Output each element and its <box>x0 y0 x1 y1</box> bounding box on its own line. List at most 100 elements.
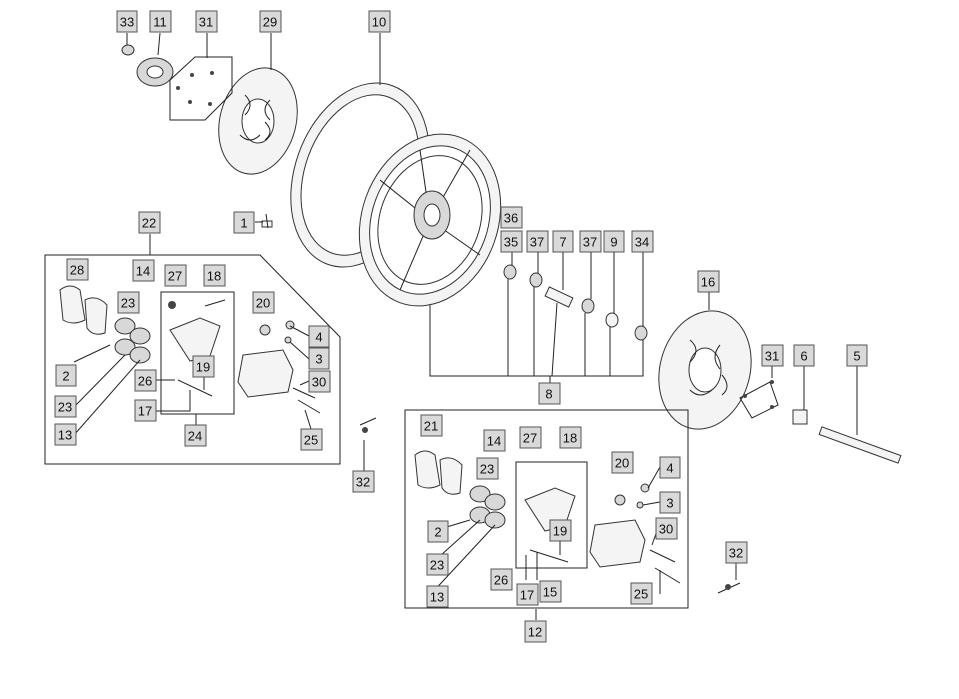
callout-14-right: 14 <box>483 429 506 452</box>
callout-16: 16 <box>697 270 720 293</box>
callout-37-a: 37 <box>526 230 549 253</box>
callout-3-left: 3 <box>308 347 330 370</box>
svg-text:4: 4 <box>315 330 322 345</box>
callout-20-left: 20 <box>252 291 275 314</box>
callout-5: 5 <box>846 344 868 367</box>
left-caliper-group <box>44 254 341 465</box>
svg-text:26: 26 <box>494 573 508 588</box>
svg-text:16: 16 <box>701 275 715 290</box>
callout-23-left-bottom: 23 <box>54 395 77 418</box>
callout-30-right: 30 <box>655 517 678 540</box>
svg-text:2: 2 <box>434 525 441 540</box>
callout-6: 6 <box>793 344 815 367</box>
callout-14-left: 14 <box>132 259 155 282</box>
svg-text:10: 10 <box>372 15 386 30</box>
callout-7: 7 <box>552 230 574 253</box>
callout-28: 28 <box>66 258 89 281</box>
svg-text:22: 22 <box>142 216 156 231</box>
wheel-rim-drawing <box>358 133 502 307</box>
svg-text:3: 3 <box>666 496 673 511</box>
svg-text:36: 36 <box>504 211 518 226</box>
svg-text:12: 12 <box>528 625 542 640</box>
svg-text:27: 27 <box>523 431 537 446</box>
svg-text:9: 9 <box>610 235 617 250</box>
svg-text:21: 21 <box>424 419 438 434</box>
callout-27-right: 27 <box>519 426 542 449</box>
front-brake-disc-drawing <box>658 310 752 430</box>
svg-text:13: 13 <box>430 590 444 605</box>
callout-24: 24 <box>184 424 207 447</box>
callout-30-left: 30 <box>308 370 331 393</box>
svg-text:13: 13 <box>58 428 72 443</box>
callout-34: 34 <box>631 230 654 253</box>
svg-text:31: 31 <box>199 15 213 30</box>
svg-text:32: 32 <box>356 475 370 490</box>
svg-text:7: 7 <box>559 235 566 250</box>
callout-31-right: 31 <box>761 344 784 367</box>
svg-text:3: 3 <box>315 352 322 367</box>
svg-text:23: 23 <box>58 400 72 415</box>
svg-text:20: 20 <box>615 456 629 471</box>
right-bracket-axle-drawing <box>739 380 902 464</box>
svg-text:15: 15 <box>543 585 557 600</box>
drive-hub-drawing <box>121 44 233 121</box>
callout-23-right-top: 23 <box>476 457 499 480</box>
callout-26-right: 26 <box>490 568 513 591</box>
callout-37-b: 37 <box>579 230 602 253</box>
svg-text:25: 25 <box>304 433 318 448</box>
callout-32-right: 32 <box>725 541 748 564</box>
callout-19-left: 19 <box>192 355 215 378</box>
callout-9: 9 <box>603 230 625 253</box>
callout-36: 36 <box>500 206 523 229</box>
callout-3-right: 3 <box>659 491 681 514</box>
svg-text:19: 19 <box>553 524 567 539</box>
svg-text:37: 37 <box>583 235 597 250</box>
axle-spacers-drawing <box>503 264 648 341</box>
svg-text:26: 26 <box>138 374 152 389</box>
callout-18-left: 18 <box>203 264 226 287</box>
callout-2-right: 2 <box>427 520 449 543</box>
svg-text:33: 33 <box>120 15 134 30</box>
callout-17-right: 17 <box>516 583 539 606</box>
svg-text:19: 19 <box>196 360 210 375</box>
callout-1: 1 <box>233 211 255 234</box>
callout-25-right: 25 <box>630 582 653 605</box>
svg-text:31: 31 <box>765 349 779 364</box>
callout-13-right: 13 <box>426 585 449 608</box>
callout-33: 33 <box>116 10 138 33</box>
svg-text:27: 27 <box>168 269 182 284</box>
callout-29: 29 <box>259 10 282 33</box>
svg-text:18: 18 <box>207 269 221 284</box>
svg-text:14: 14 <box>136 264 150 279</box>
callout-13-left: 13 <box>54 423 77 446</box>
callout-27-left: 27 <box>164 264 187 287</box>
callout-21: 21 <box>420 414 443 437</box>
callout-4-left: 4 <box>308 325 330 348</box>
svg-text:29: 29 <box>263 15 277 30</box>
svg-text:4: 4 <box>666 461 673 476</box>
svg-text:30: 30 <box>312 375 326 390</box>
svg-text:1: 1 <box>240 216 247 231</box>
svg-text:23: 23 <box>121 296 135 311</box>
callout-12: 12 <box>524 620 547 643</box>
callout-15: 15 <box>539 580 562 603</box>
callout-10: 10 <box>368 10 391 33</box>
svg-text:32: 32 <box>729 546 743 561</box>
screws-drawing <box>359 417 741 594</box>
svg-text:28: 28 <box>70 263 84 278</box>
svg-text:17: 17 <box>138 404 152 419</box>
valve-drawing <box>261 213 273 229</box>
right-caliper-group <box>404 409 689 609</box>
callout-11: 11 <box>149 10 172 33</box>
svg-text:25: 25 <box>634 587 648 602</box>
callout-18-right: 18 <box>559 426 582 449</box>
callout-23-left-top: 23 <box>117 291 140 314</box>
svg-text:8: 8 <box>545 387 552 402</box>
callout-31-top: 31 <box>195 10 218 33</box>
svg-text:5: 5 <box>853 349 860 364</box>
svg-text:2: 2 <box>62 369 69 384</box>
callout-26-left: 26 <box>134 369 157 392</box>
svg-text:23: 23 <box>480 462 494 477</box>
svg-text:6: 6 <box>800 349 807 364</box>
